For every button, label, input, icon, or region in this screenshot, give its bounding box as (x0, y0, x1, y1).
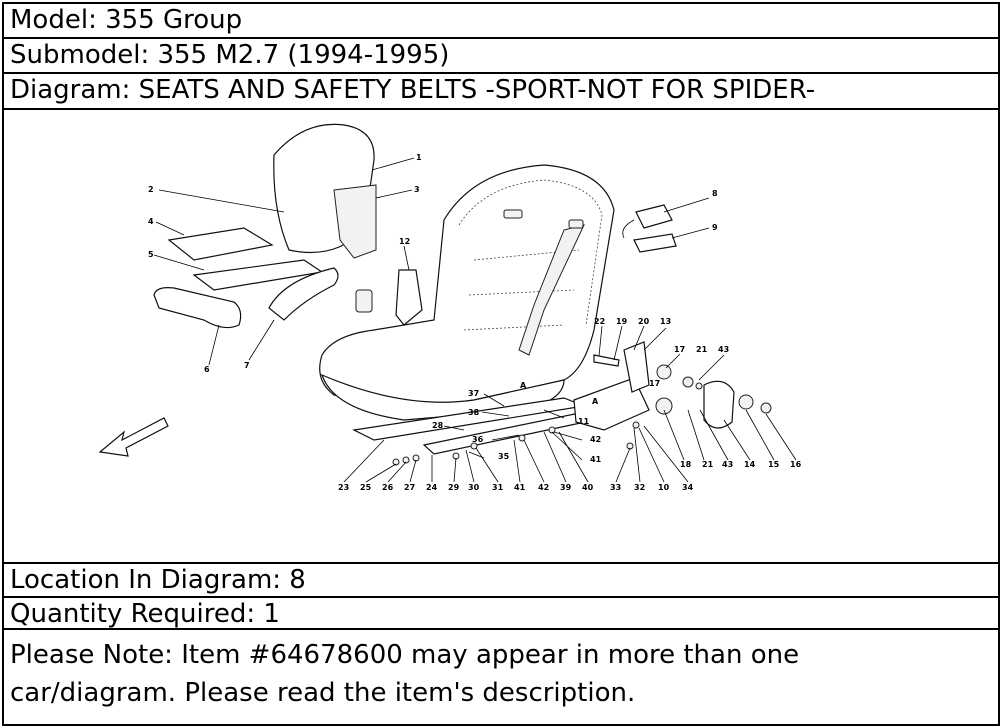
cap-16 (760, 402, 772, 414)
callout-30: 30 (468, 483, 480, 492)
callout-34: 34 (682, 483, 694, 492)
gear-17a (656, 364, 672, 380)
side-pad-7 (268, 267, 339, 321)
callout-4: 4 (148, 217, 154, 226)
callout-10: 10 (658, 483, 670, 492)
callout-18: 18 (680, 460, 692, 469)
safety-belt (518, 224, 585, 356)
harness-connector-8 (635, 204, 673, 229)
belt-buckle (355, 289, 373, 313)
diagram-title: Diagram: SEATS AND SAFETY BELTS -SPORT-N… (4, 74, 998, 110)
callout-42b: 42 (538, 483, 549, 492)
callout-8: 8 (712, 189, 718, 198)
bolt-22 (593, 354, 620, 367)
callout-14: 14 (744, 460, 756, 469)
note-line-1: Please Note: Item #64678600 may appear i… (10, 640, 800, 670)
quantity-label: Quantity Required: 1 (4, 598, 998, 630)
callout-21b: 21 (702, 460, 714, 469)
seat-slot-left (503, 209, 523, 219)
callout-20: 20 (638, 317, 650, 326)
backrest-foam-part (333, 184, 377, 259)
callout-19: 19 (616, 317, 628, 326)
callout-16: 16 (790, 460, 802, 469)
callout-9: 9 (712, 223, 718, 232)
callout-41b: 41 (514, 483, 526, 492)
seat-exploded-view: 1 2 3 4 5 6 7 8 9 12 22 19 20 13 17 21 4… (98, 123, 802, 492)
model-label: Model: 355 Group (4, 4, 998, 39)
callout-labels: 1 2 3 4 5 6 7 8 9 12 22 19 20 13 17 21 4… (148, 153, 802, 492)
callout-39: 39 (560, 483, 572, 492)
callout-7: 7 (244, 361, 250, 370)
callout-12: 12 (399, 237, 410, 246)
callout-38: 38 (468, 408, 480, 417)
callout-24: 24 (426, 483, 438, 492)
callout-42a: 42 (590, 435, 601, 444)
callout-43a: 43 (718, 345, 729, 354)
note-line-2: car/diagram. Please read the item's desc… (10, 678, 636, 708)
recliner-mechanism (573, 377, 650, 431)
handle-14 (703, 380, 735, 429)
callout-17b: 17 (649, 379, 660, 388)
callout-31: 31 (492, 483, 504, 492)
knob-15 (738, 394, 754, 410)
cushion-pad-4 (167, 227, 274, 261)
callout-25: 25 (360, 483, 372, 492)
callout-27: 27 (404, 483, 415, 492)
callout-17a: 17 (674, 345, 685, 354)
submodel-label: Submodel: 355 M2.7 (1994-1995) (4, 39, 998, 74)
callout-a1: A (520, 381, 527, 390)
gear-17b (655, 397, 673, 415)
seat-slot-right (568, 219, 584, 229)
callout-3: 3 (414, 185, 420, 194)
callout-37: 37 (468, 389, 479, 398)
callout-35: 35 (498, 452, 510, 461)
front-direction-arrow (98, 417, 169, 457)
bolster-6 (153, 287, 242, 329)
callout-15: 15 (768, 460, 780, 469)
callout-23: 23 (338, 483, 349, 492)
callout-6: 6 (204, 365, 210, 374)
callout-a2: A (592, 397, 599, 406)
parts-diagram: 1 2 3 4 5 6 7 8 9 12 22 19 20 13 17 21 4… (4, 110, 998, 564)
recliner-bracket-13 (623, 341, 650, 393)
callout-36: 36 (472, 435, 484, 444)
callout-29: 29 (448, 483, 460, 492)
bracket-9 (633, 233, 677, 253)
leader-lines (153, 157, 797, 483)
callout-28: 28 (432, 421, 444, 430)
callout-41a: 41 (590, 455, 602, 464)
callout-2: 2 (148, 185, 154, 194)
washer-21 (682, 376, 694, 388)
belt-anchor-12 (395, 269, 423, 326)
callout-32: 32 (634, 483, 645, 492)
callout-40: 40 (582, 483, 594, 492)
callout-1: 1 (416, 153, 422, 162)
callout-22: 22 (594, 317, 605, 326)
callout-26: 26 (382, 483, 394, 492)
callout-5: 5 (148, 250, 154, 259)
item-note: Please Note: Item #64678600 may appear i… (4, 632, 998, 724)
callout-13: 13 (660, 317, 671, 326)
callout-43b: 43 (722, 460, 733, 469)
location-label: Location In Diagram: 8 (4, 564, 998, 598)
callout-11: 11 (578, 417, 590, 426)
nut-43 (695, 382, 703, 390)
callout-33: 33 (610, 483, 621, 492)
callout-21a: 21 (696, 345, 708, 354)
